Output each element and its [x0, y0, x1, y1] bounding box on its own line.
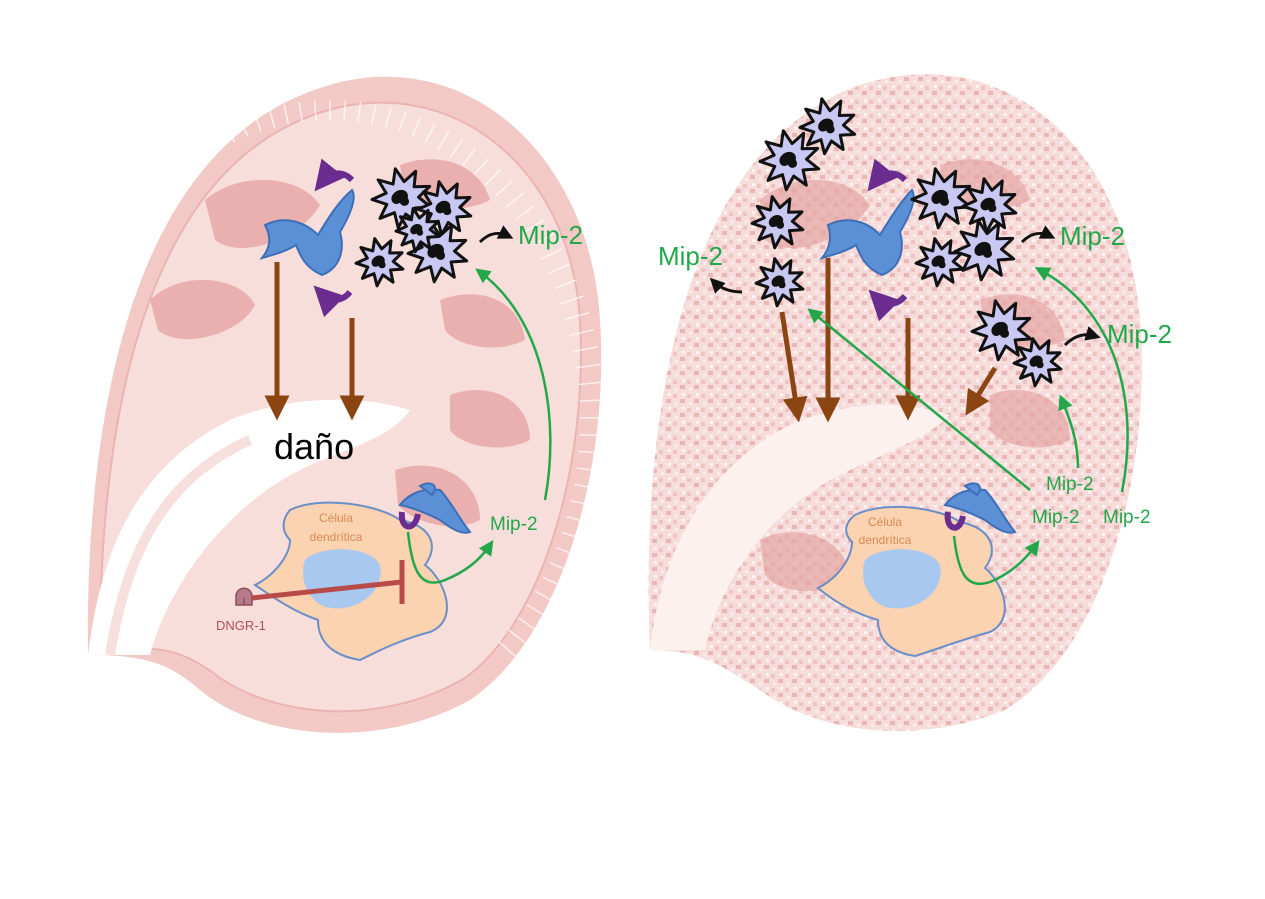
right-mip2-mid-right-label: Mip-2: [1107, 319, 1172, 349]
right-cell-label-1: Célula: [868, 515, 902, 529]
cortex-striation: [77, 296, 100, 304]
cortex-striation: [136, 193, 154, 207]
cortex-striation: [172, 159, 186, 175]
cortex-striation: [147, 181, 164, 196]
cortex-striation: [211, 131, 222, 149]
cortex-striation: [184, 149, 197, 166]
cortex-striation: [198, 140, 210, 158]
cortex-striation: [90, 264, 112, 274]
dngr1-receptor-icon: [236, 588, 252, 605]
right-mip2-low-c-label: Mip-2: [1103, 507, 1151, 528]
left-mip2-upper-label: Mip-2: [518, 220, 583, 250]
left-cell-label-1: Célula: [319, 511, 353, 525]
cortex-striation: [116, 220, 136, 233]
right-mip2-low-b-label: Mip-2: [1032, 507, 1080, 528]
left-damage-label: daño: [274, 426, 354, 467]
right-cell-label-2: dendrítica: [859, 533, 912, 547]
cortex-striation: [98, 249, 119, 260]
right-mip2-low-a-label: Mip-2: [1046, 474, 1094, 495]
cortex-striation: [126, 206, 145, 219]
cortex-striation: [106, 234, 126, 246]
cortex-striation: [225, 124, 235, 143]
cortex-striation: [159, 169, 175, 185]
right-mip2-top-left-label: Mip-2: [658, 241, 723, 271]
cortex-striation: [83, 280, 106, 289]
left-receptor-label: DNGR-1: [216, 618, 266, 633]
cortex-striation: [580, 435, 605, 436]
left-cell-label-2: dendrítica: [310, 530, 363, 544]
left-mip2-lower-label: Mip-2: [490, 514, 538, 535]
right-mip2-top-right-label: Mip-2: [1060, 221, 1125, 251]
